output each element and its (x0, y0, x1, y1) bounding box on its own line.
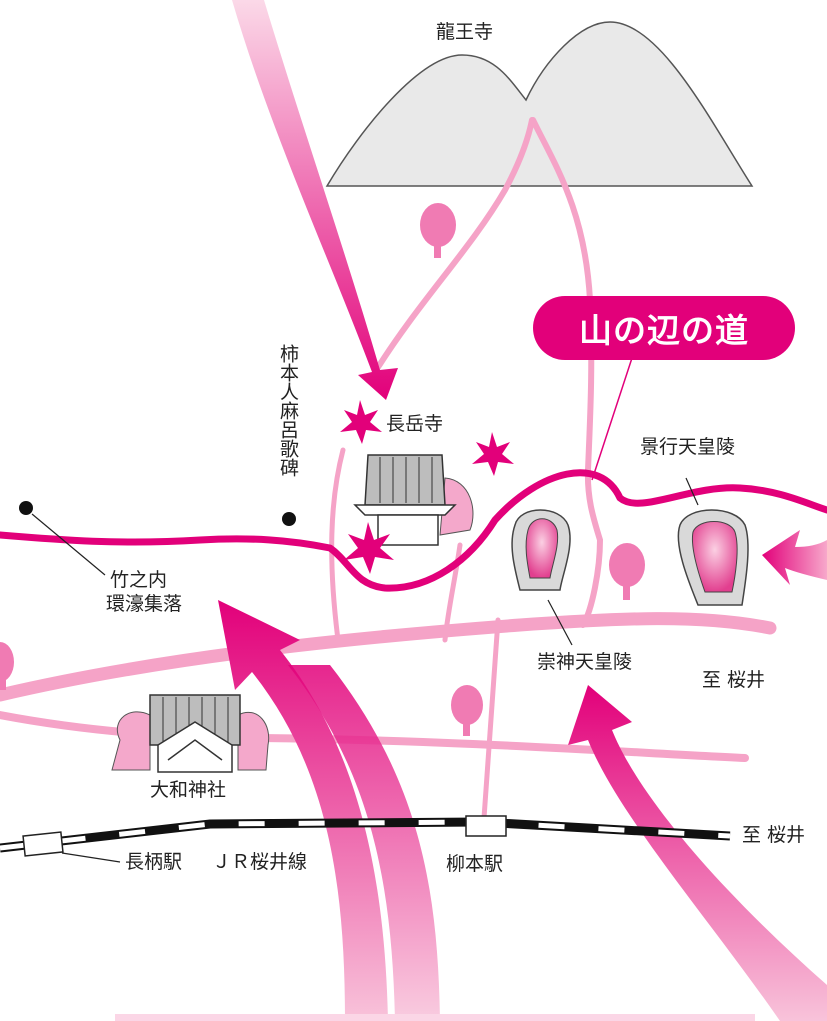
label-nagara-station: 長柄駅 (125, 851, 183, 873)
label-sujin-tomb: 崇神天皇陵 (537, 651, 633, 673)
label-yamato-shrine: 大和神社 (150, 779, 227, 801)
arrow-from-east (762, 530, 827, 585)
label-takenouchi-2: 環濠集落 (106, 593, 183, 615)
takenouchi-point (19, 501, 33, 515)
yanagimoto-station-marker (465, 815, 507, 837)
label-yanagimoto-station: 柳本駅 (446, 853, 504, 875)
sujin-tomb-icon (511, 509, 573, 646)
label-takenouchi-1: 竹之内 (110, 569, 168, 591)
yamato-shrine-icon (111, 694, 270, 773)
maple-leaf-icons (340, 400, 514, 574)
label-ryuoji: 龍王寺 (436, 21, 494, 43)
nagara-station-marker (22, 831, 64, 857)
label-keiko-tomb: 景行天皇陵 (640, 436, 736, 458)
label-hitomaro-monument: 柿本人麻呂歌碑 (276, 344, 299, 477)
tree-icons (0, 203, 645, 736)
chogakuji-temple-icon (353, 454, 474, 546)
bottom-band (115, 1014, 755, 1021)
mountain-ryuoji (325, 21, 754, 187)
hitomaro-monument-point (282, 512, 296, 526)
label-to-sakurai-road: 至 桜井 (702, 669, 766, 691)
arrow-from-north (232, 0, 398, 400)
route-leader-line (591, 357, 633, 481)
arrow-to-takenouchi (218, 600, 440, 1021)
keiko-tomb-icon (677, 477, 749, 606)
yamanobe-route (0, 469, 827, 592)
label-chogakuji: 長岳寺 (386, 413, 444, 435)
jr-railway (0, 815, 731, 863)
label-jr-line: ＪＲ桜井線 (212, 851, 308, 873)
arrow-to-sujin-tomb (568, 685, 827, 1021)
label-to-sakurai-rail: 至 桜井 (742, 824, 806, 846)
route-name-badge: 山の辺の道 (533, 296, 795, 360)
